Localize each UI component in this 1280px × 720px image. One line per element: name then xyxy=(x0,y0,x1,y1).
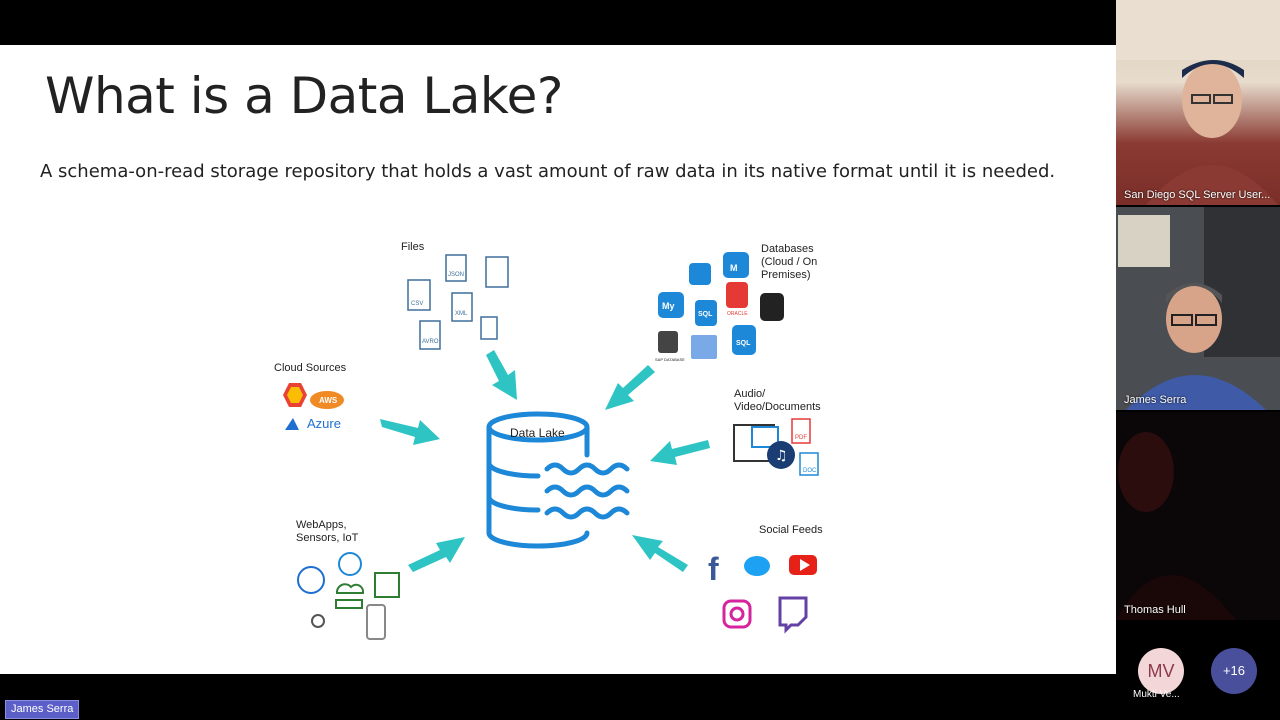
youtube-icon xyxy=(789,555,817,575)
generic-file-icon xyxy=(480,316,498,340)
svg-text:PDF: PDF xyxy=(795,435,807,441)
aws-icon xyxy=(310,391,344,409)
files-label: Files xyxy=(401,241,425,253)
svg-text:AVRO: AVRO xyxy=(422,339,439,345)
sql-db-icon xyxy=(732,325,756,355)
participant-name-3: Thomas Hull xyxy=(1124,604,1186,616)
svg-text:CSV: CSV xyxy=(411,301,423,307)
cube-db-icon xyxy=(691,335,717,359)
bottom-bar xyxy=(0,674,1116,720)
participant-video-2 xyxy=(1116,207,1280,410)
social-icons: f xyxy=(708,551,817,634)
svg-text:My: My xyxy=(662,301,675,311)
arrow-social xyxy=(632,535,688,572)
participant-name-2: James Serra xyxy=(1124,394,1187,406)
xml-file-icon xyxy=(451,292,473,322)
presenter-name-tag: James Serra xyxy=(5,700,80,719)
top-bar xyxy=(0,0,1116,45)
music-icon xyxy=(767,441,795,469)
chip-icon xyxy=(374,572,400,598)
google-cloud-icon xyxy=(283,383,307,407)
data-lake-label: Data Lake xyxy=(510,426,565,440)
webapps-label-2: Sensors, IoT xyxy=(296,532,359,544)
azure-sql-db-icon xyxy=(695,300,717,326)
document-file-icon xyxy=(485,256,509,288)
iot-icons xyxy=(297,552,400,640)
svg-text:Azure: Azure xyxy=(307,416,341,431)
databases-label-2: (Cloud / On xyxy=(761,256,818,268)
globe-icon xyxy=(338,552,362,576)
doc-icon xyxy=(799,452,819,476)
slide-subtitle: A schema-on-read storage repository that… xyxy=(40,161,1056,182)
image-icon xyxy=(751,426,779,448)
participant-avatar[interactable]: MV xyxy=(1138,648,1184,694)
avro-file-icon xyxy=(419,320,441,350)
audio-video-label: Audio/ xyxy=(734,388,766,400)
participant-tile-1[interactable]: San Diego SQL Server User... xyxy=(1116,0,1280,205)
svg-text:♫: ♫ xyxy=(775,448,788,464)
phone-icon xyxy=(366,604,386,640)
databases-label-3: Premises) xyxy=(761,269,811,281)
postgres-db-icon xyxy=(689,263,711,285)
data-lake-diagram: JSON CSV XML AVRO My SQL M SQL ORACLE SA… xyxy=(283,252,819,640)
oracle-db-icon xyxy=(726,282,748,308)
svg-text:M: M xyxy=(730,263,738,273)
sap-db-icon xyxy=(658,331,678,353)
svg-text:ORACLE: ORACLE xyxy=(727,311,748,317)
arrow-av xyxy=(650,440,710,465)
twitch-icon xyxy=(778,596,808,634)
shared-slide: What is a Data Lake? A schema-on-read st… xyxy=(0,45,1116,674)
mysql-db-icon xyxy=(658,292,684,318)
arrow-web xyxy=(408,537,465,572)
avatar-name: Mukti Ve... xyxy=(1133,689,1180,700)
twitter-icon xyxy=(744,556,770,576)
azure-icon xyxy=(285,418,299,430)
participant-tile-2[interactable]: James Serra xyxy=(1116,207,1280,410)
slide-title: What is a Data Lake? xyxy=(45,67,563,125)
json-file-icon xyxy=(445,254,467,282)
facebook-icon: f xyxy=(708,551,719,587)
media-icons xyxy=(733,418,819,476)
participant-video-3 xyxy=(1116,432,1236,620)
svg-text:AWS: AWS xyxy=(319,396,338,405)
cosmos-db-icon xyxy=(760,293,784,321)
svg-text:SQL: SQL xyxy=(736,340,751,347)
svg-text:JSON: JSON xyxy=(448,272,464,278)
cloud-sources-label: Cloud Sources xyxy=(274,362,347,374)
instagram-icon xyxy=(722,599,752,629)
csv-file-icon xyxy=(407,279,431,311)
file-icons xyxy=(407,254,509,350)
cloud-upload-icon xyxy=(335,583,365,594)
more-participants-button[interactable]: +16 xyxy=(1211,648,1257,694)
network-icon xyxy=(297,566,325,594)
webapps-label: WebApps, xyxy=(296,519,347,531)
arrow-databases xyxy=(605,365,655,410)
mariadb-db-icon xyxy=(723,252,749,278)
svg-text:SQL: SQL xyxy=(698,311,713,318)
pdf-icon xyxy=(791,418,811,444)
arrow-cloud xyxy=(380,419,440,445)
svg-text:f: f xyxy=(708,551,719,587)
sensor-icon xyxy=(311,614,325,628)
social-feeds-label: Social Feeds xyxy=(759,524,823,536)
svg-text:XML: XML xyxy=(455,311,468,317)
svg-text:SAP DATABASE: SAP DATABASE xyxy=(655,357,685,362)
audio-video-label-2: Video/Documents xyxy=(734,401,821,413)
participant-tile-3[interactable]: Thomas Hull xyxy=(1116,412,1280,620)
participant-name-1: San Diego SQL Server User... xyxy=(1124,189,1271,201)
arrow-files xyxy=(486,350,517,400)
databases-label: Databases xyxy=(761,243,814,255)
svg-text:DOC: DOC xyxy=(803,468,817,474)
database-icons xyxy=(658,252,784,359)
data-lake-icon xyxy=(486,411,630,549)
participant-video-1 xyxy=(1116,0,1280,205)
